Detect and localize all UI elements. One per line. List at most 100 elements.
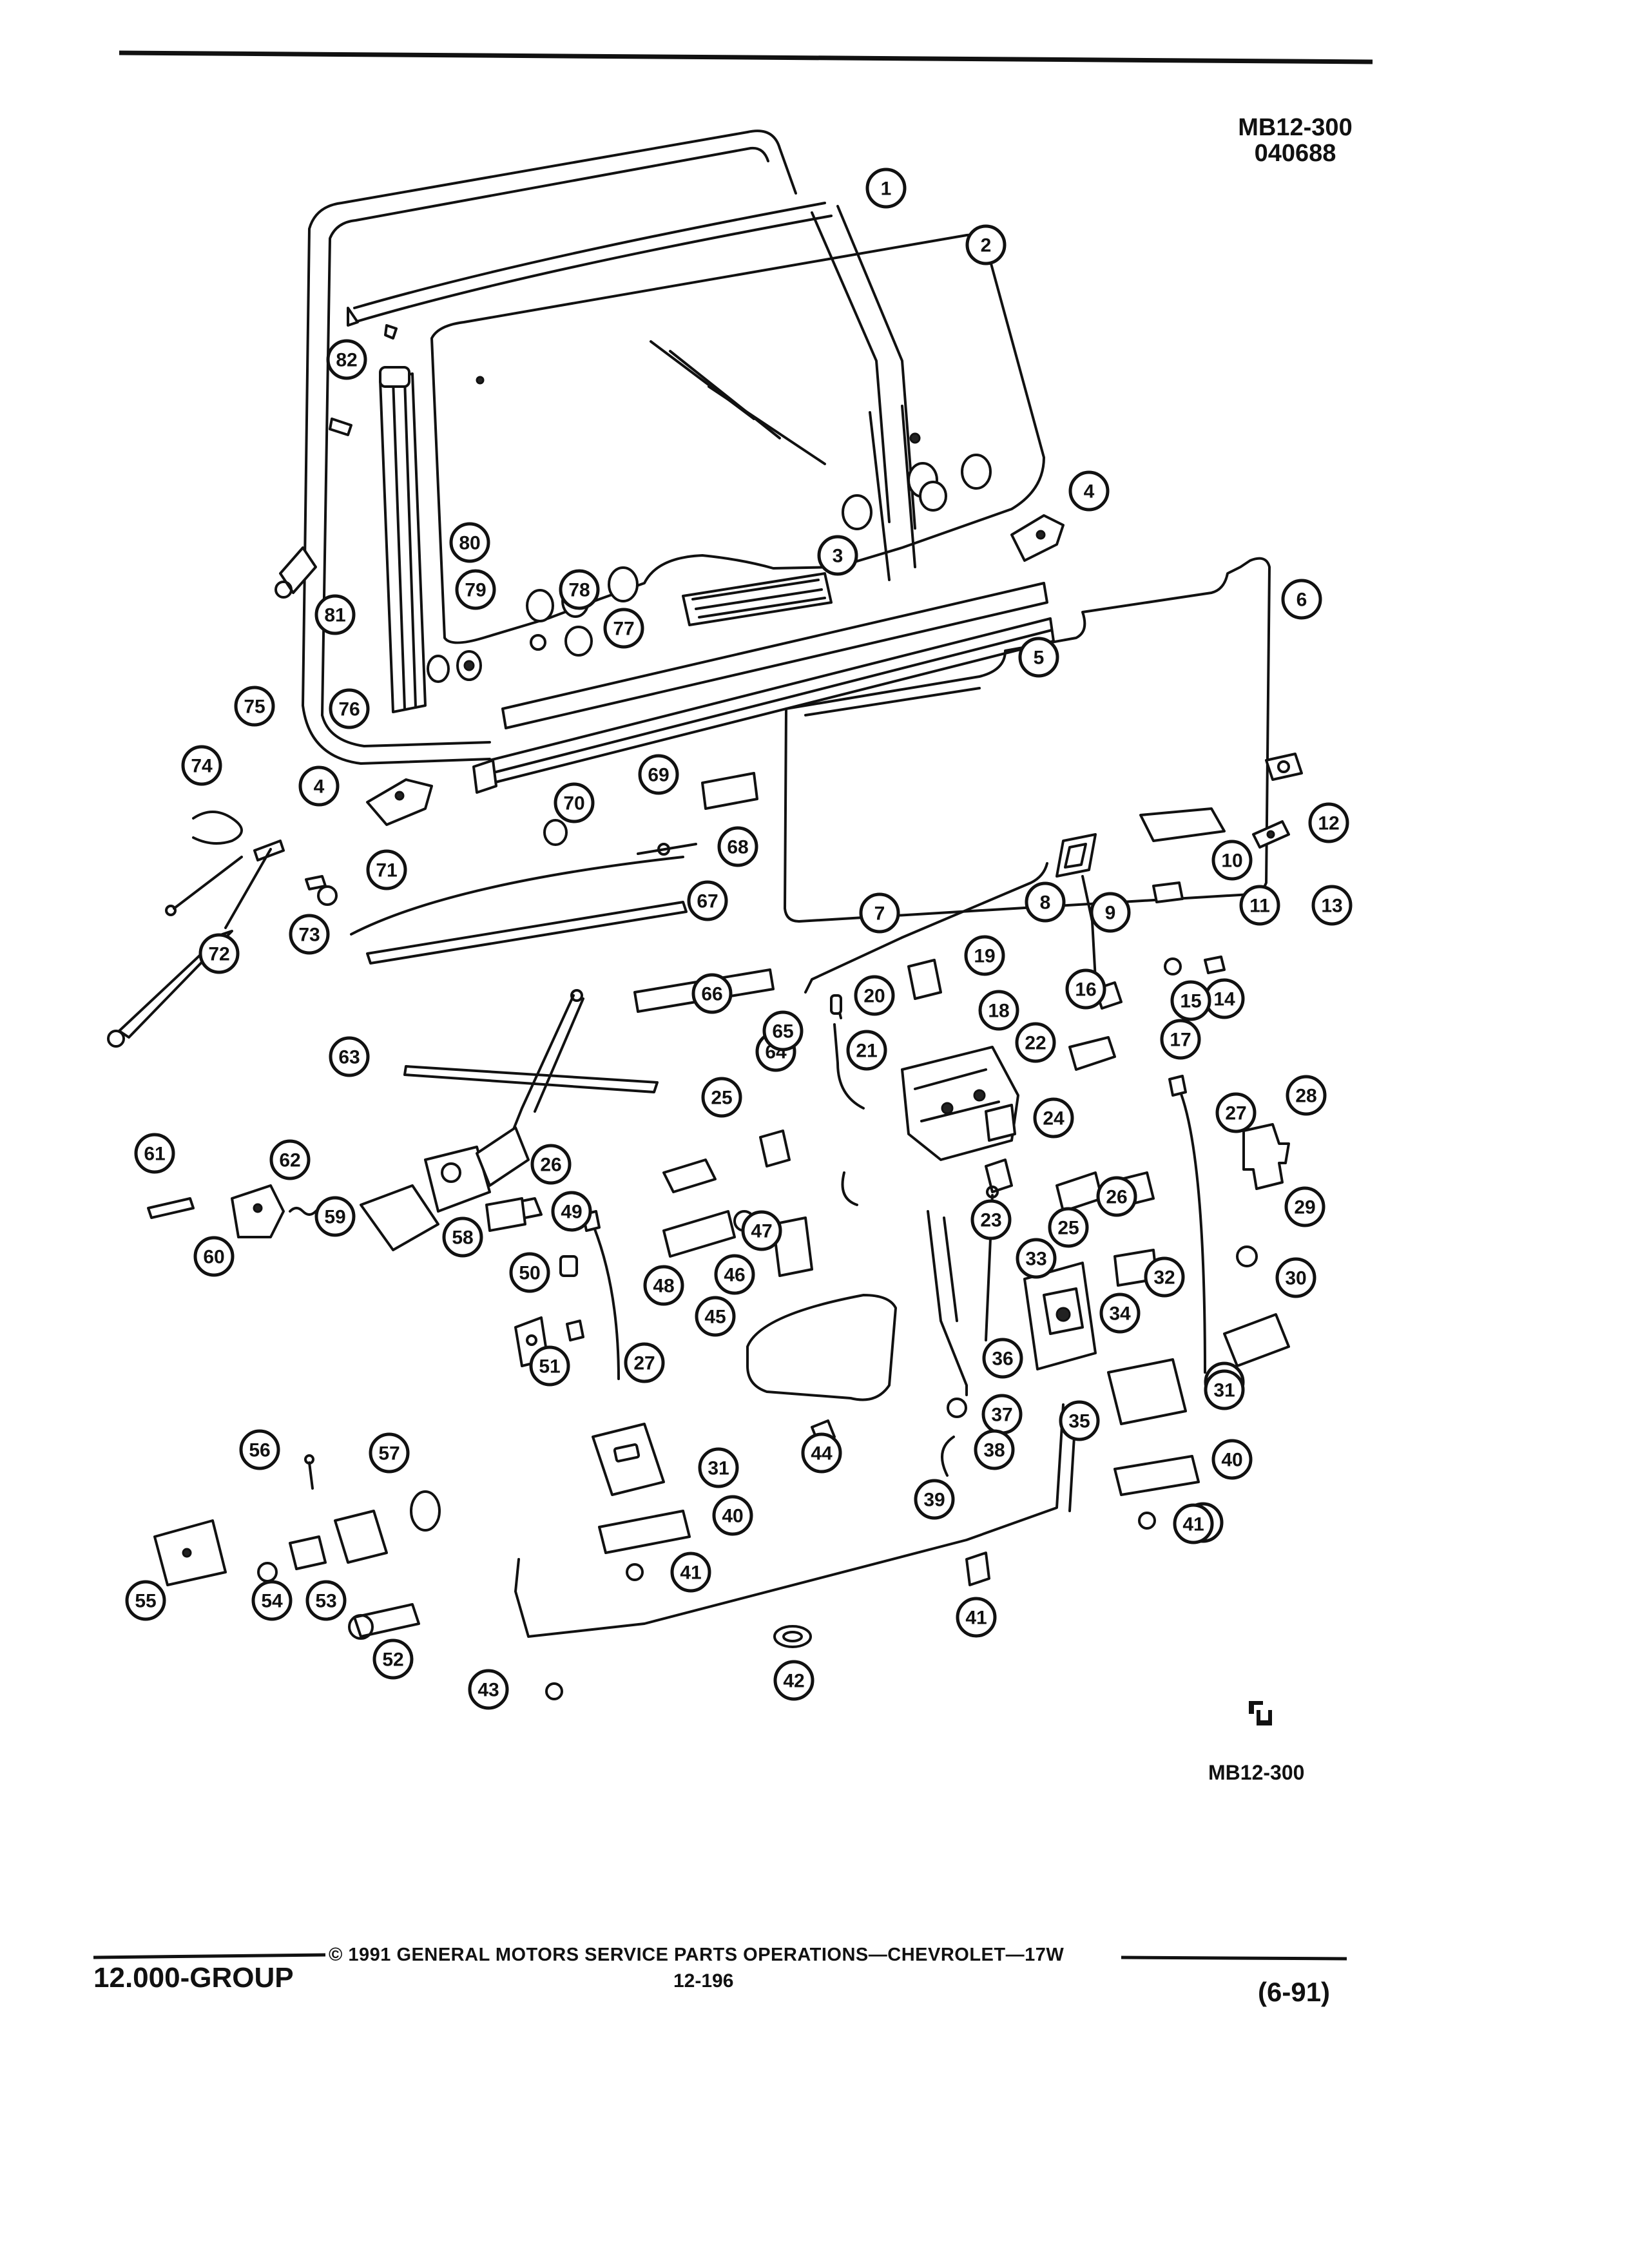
clip-28 (1242, 1123, 1290, 1190)
part-callout-27: 27 (624, 1342, 665, 1383)
callout-circle (442, 1216, 483, 1258)
callout-circle (1033, 1097, 1074, 1139)
callout-circle (1018, 637, 1059, 678)
callout-number: 47 (751, 1221, 772, 1242)
callout-number: 17 (1170, 1030, 1191, 1051)
part-callout-6: 6 (1281, 579, 1322, 620)
part-callout-17: 17 (1160, 1019, 1201, 1060)
callout-circle (603, 608, 644, 649)
bumper-68 (830, 994, 842, 1015)
footer-page-number: 12-196 (673, 1970, 734, 1992)
callout-number: 44 (811, 1443, 833, 1465)
molding-70 (366, 901, 688, 965)
part-callout-70: 70 (554, 782, 595, 823)
callout-number: 30 (1285, 1268, 1306, 1289)
rear-glass (430, 233, 1045, 644)
clip-39 (941, 1436, 955, 1477)
callout-number: 12 (1318, 813, 1339, 834)
callout-circle (817, 535, 858, 576)
callout-number: 41 (1182, 1514, 1204, 1535)
callout-number: 34 (1109, 1303, 1131, 1325)
callout-number: 10 (1221, 850, 1242, 872)
handle-bezel-12 (1265, 753, 1303, 781)
callout-number: 43 (477, 1680, 499, 1701)
part-callout-13: 13 (1311, 885, 1353, 926)
callout-number: 40 (1221, 1450, 1242, 1471)
high-mount-stop-lamp (682, 572, 833, 626)
part-callout-43: 43 (468, 1669, 509, 1710)
part-callout-16: 16 (1065, 968, 1106, 1010)
part-callout-41: 41 (670, 1552, 711, 1593)
callout-number: 37 (991, 1405, 1012, 1426)
part-callout-36: 36 (982, 1338, 1023, 1379)
part-callout-29: 29 (1284, 1186, 1325, 1227)
part-callout-50: 50 (509, 1252, 550, 1293)
rod-77-lower (165, 856, 243, 916)
callout-number: 3 (833, 546, 843, 567)
callout-number: 40 (722, 1506, 743, 1527)
latch-24 (985, 1104, 1016, 1142)
callout-number: 13 (1321, 896, 1342, 917)
callout-number: 31 (708, 1458, 729, 1479)
part-callout-59: 59 (314, 1196, 356, 1237)
part-callout-47: 47 (741, 1210, 782, 1251)
callout-circle (372, 1639, 414, 1680)
part-callout-31: 31 (1204, 1369, 1245, 1410)
part-callout-56: 56 (239, 1429, 280, 1470)
callout-number: 15 (1180, 991, 1201, 1012)
callout-number: 35 (1068, 1411, 1090, 1432)
callout-circle (366, 849, 407, 890)
callout-number: 51 (539, 1356, 560, 1378)
clip-52 (566, 1320, 584, 1341)
callout-circle (1059, 1400, 1100, 1441)
callout-number: 73 (298, 925, 320, 946)
part-callout-33: 33 (1016, 1238, 1057, 1279)
callout-circle (1275, 1257, 1316, 1298)
part-callout-4: 4 (298, 765, 340, 807)
callout-circle (530, 1144, 572, 1185)
callout-number: 25 (1057, 1218, 1079, 1239)
actuator-30 (1223, 1313, 1290, 1367)
callout-number: 29 (1294, 1197, 1315, 1218)
callout-number: 32 (1153, 1267, 1175, 1289)
callout-number: 54 (261, 1591, 283, 1612)
clip-43 (965, 1552, 990, 1586)
part-callout-67: 67 (687, 880, 728, 921)
part-callout-60: 60 (193, 1236, 235, 1277)
sleeve-64 (147, 1197, 195, 1219)
callout-number: 45 (704, 1307, 726, 1328)
callout-number: 61 (144, 1144, 165, 1165)
callout-circle (712, 1495, 753, 1536)
part-callout-2: 2 (965, 224, 1007, 265)
callout-number: 68 (727, 837, 748, 858)
clip-14-15 (1164, 956, 1226, 975)
part-callout-49: 49 (551, 1191, 592, 1232)
callout-circle (643, 1265, 684, 1306)
part-callout-18: 18 (978, 990, 1019, 1031)
callout-number: 31 (1213, 1380, 1235, 1401)
part-callout-41: 41 (956, 1597, 997, 1638)
part-callout-77: 77 (603, 608, 644, 649)
part-callout-3: 3 (817, 535, 858, 576)
callout-number: 66 (701, 984, 722, 1005)
liftgate-trim-panel (784, 557, 1271, 923)
callout-number: 78 (568, 580, 590, 601)
liftgate-hinge-right (1010, 514, 1065, 562)
callout-circle (670, 1552, 711, 1593)
top-rule (119, 50, 1373, 64)
callout-circle (234, 686, 275, 727)
illustration-code-line2: 040688 (1254, 140, 1336, 167)
callout-number: 22 (1025, 1033, 1046, 1054)
part-callout-63: 63 (329, 1036, 370, 1077)
part-callout-52: 52 (372, 1639, 414, 1680)
nut-41-right (1138, 1512, 1156, 1530)
part-callout-69: 69 (638, 754, 679, 795)
callout-circle (1068, 470, 1110, 512)
actuator-rod-7 (804, 862, 1048, 994)
callout-number: 53 (315, 1591, 336, 1612)
callout-circle (956, 1597, 997, 1638)
callout-circle (801, 1432, 842, 1474)
callout-circle (134, 1133, 175, 1174)
callout-number: 21 (856, 1041, 877, 1062)
